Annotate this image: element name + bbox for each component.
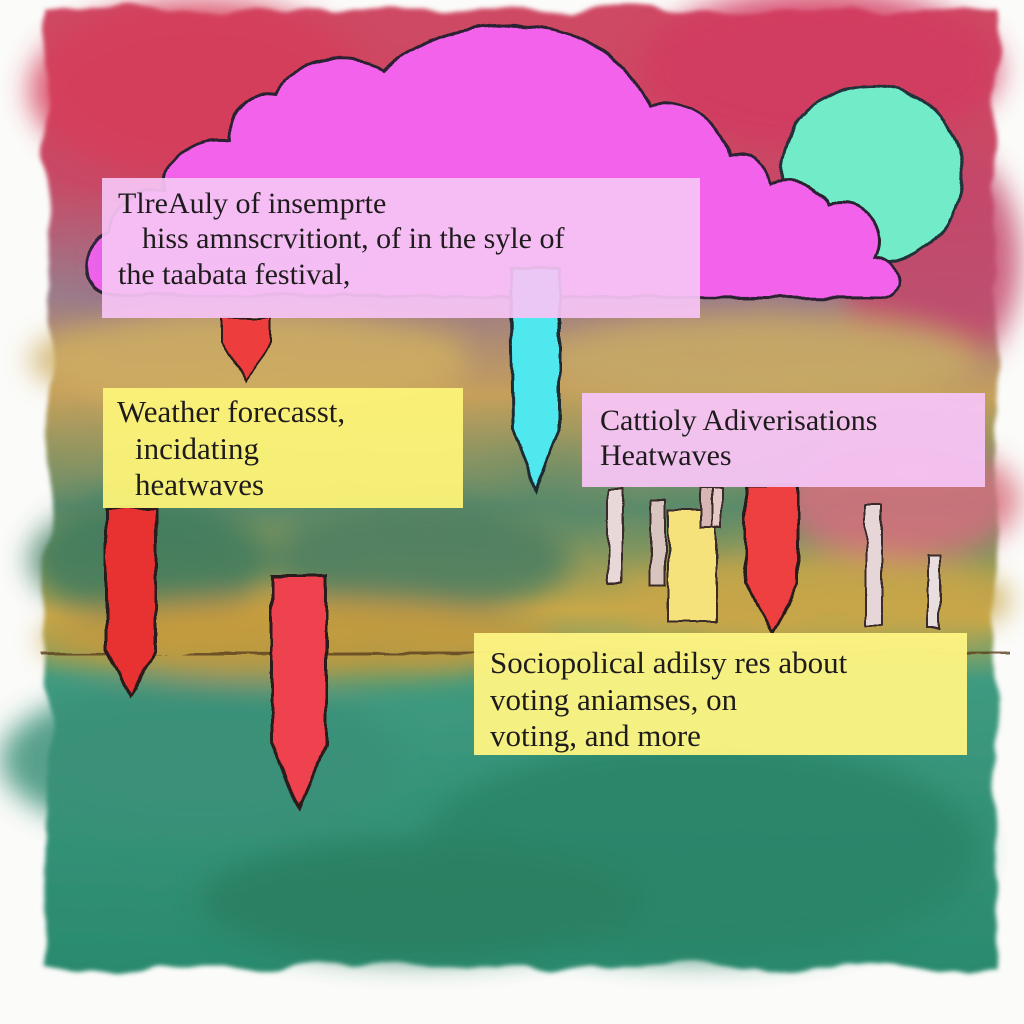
arrow-weather-right bbox=[270, 574, 328, 812]
label-festival: TlreAuly of insemprte hiss amnscrvitiont… bbox=[102, 178, 700, 318]
label-festival-line-2: hiss amnscrvitiont, of in the syle of bbox=[142, 222, 565, 256]
label-socio: Sociopolical adilsy res about voting ani… bbox=[474, 633, 967, 755]
label-advert-line-1: Cattioly Adiverisations bbox=[600, 404, 878, 437]
arrow-weather-left bbox=[104, 506, 158, 699]
label-festival-line-1: TlreAuly of insemprte bbox=[118, 187, 387, 220]
label-weather-line-3: heatwaves bbox=[135, 467, 265, 503]
arrow-festival-down bbox=[221, 317, 271, 384]
label-weather: Weather forecasst, incidating heatwaves bbox=[103, 388, 463, 508]
label-socio-line-1: Sociopolical adilsy res about bbox=[490, 645, 848, 680]
label-weather-line-1: Weather forecasst, bbox=[117, 394, 346, 429]
label-weather-line-2: incidating bbox=[135, 430, 259, 466]
label-socio-line-3: voting, and more bbox=[490, 718, 701, 754]
label-socio-line-2: voting aniamses, on bbox=[490, 681, 738, 717]
color-washes bbox=[0, 0, 1020, 960]
label-festival-line-3: the taabata festival, bbox=[118, 257, 351, 291]
label-advert: Cattioly Adiverisations Heatwaves bbox=[582, 393, 985, 487]
label-advert-line-2: Heatwaves bbox=[600, 439, 732, 473]
skyline bbox=[607, 487, 941, 629]
